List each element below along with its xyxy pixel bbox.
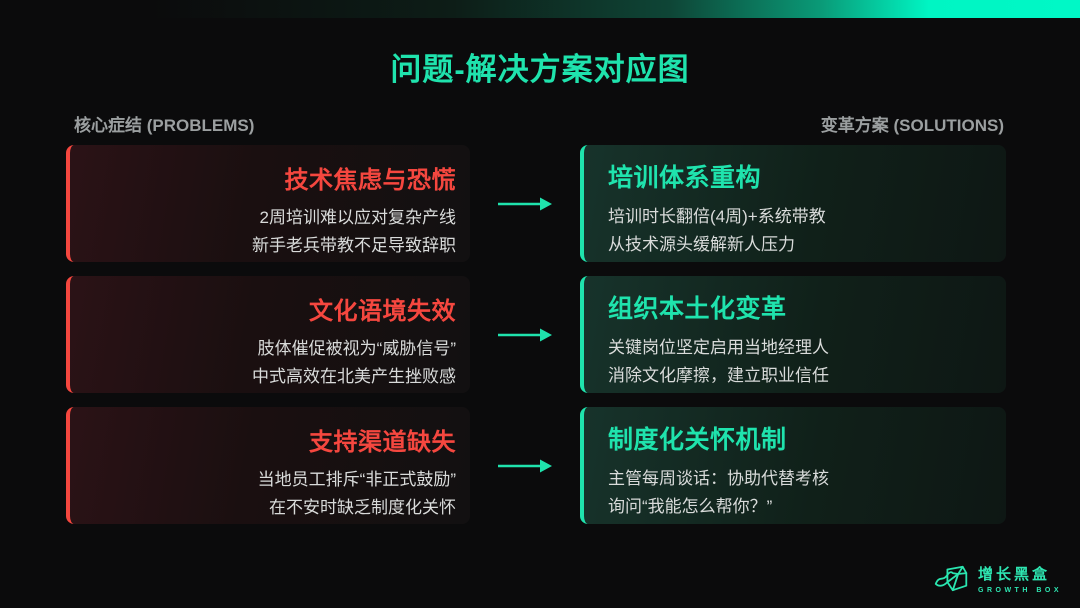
problem-card-1: 技术焦虑与恐慌 2周培训难以应对复杂产线 新手老兵带教不足导致辞职	[66, 145, 470, 262]
growth-box-logo: 增长黑盒 GROWTH BOX	[933, 562, 1062, 595]
solution-line: 从技术源头缓解新人压力	[608, 234, 795, 254]
logo-text: 增长黑盒 GROWTH BOX	[978, 563, 1062, 594]
solution-line: 询问“我能怎么帮你？”	[608, 496, 773, 516]
problem-line: 在不安时缺乏制度化关怀	[269, 497, 456, 517]
top-accent-bar	[0, 0, 1080, 18]
logo-name: 增长黑盒	[978, 566, 1051, 583]
mapping-arrow-2	[470, 276, 580, 393]
problems-column-header: 核心症结 (PROBLEMS)	[74, 116, 255, 135]
mapping-arrow-1	[470, 145, 580, 262]
solution-card-2: 组织本土化变革 关键岗位坚定启用当地经理人 消除文化摩擦，建立职业信任	[580, 276, 1006, 393]
problem-line: 肢体催促被视为“威胁信号”	[257, 339, 456, 358]
solution-line: 主管每周谈话：协助代替考核	[608, 469, 829, 488]
problem-title: 技术焦虑与恐慌	[284, 167, 456, 194]
solution-line: 培训时长翻倍(4周)+系统带教	[608, 207, 826, 226]
problem-line: 新手老兵带教不足导致辞职	[252, 235, 456, 255]
right-arrow-icon	[498, 328, 552, 341]
right-arrow-icon	[498, 197, 552, 210]
solution-card-1: 培训体系重构 培训时长翻倍(4周)+系统带教 从技术源头缓解新人压力	[580, 145, 1006, 262]
mapping-grid: 技术焦虑与恐慌 2周培训难以应对复杂产线 新手老兵带教不足导致辞职 培训体系重构…	[0, 145, 1080, 524]
problem-title: 文化语境失效	[309, 298, 456, 325]
problem-card-3: 支持渠道缺失 当地员工排斥“非正式鼓励” 在不安时缺乏制度化关怀	[66, 407, 470, 524]
problem-line: 中式高效在北美产生挫败感	[252, 366, 456, 386]
problem-card-2: 文化语境失效 肢体催促被视为“威胁信号” 中式高效在北美产生挫败感	[66, 276, 470, 393]
solutions-column-header: 变革方案 (SOLUTIONS)	[820, 116, 1004, 135]
mapping-arrow-3	[470, 407, 580, 524]
growth-box-cube-icon	[934, 565, 968, 592]
logo-subtitle: GROWTH BOX	[978, 587, 1062, 594]
right-arrow-icon	[498, 459, 552, 472]
column-headers: 核心症结 (PROBLEMS) 变革方案 (SOLUTIONS)	[0, 111, 1080, 136]
solution-title: 制度化关怀机制	[608, 426, 787, 454]
solution-card-3: 制度化关怀机制 主管每周谈话：协助代替考核 询问“我能怎么帮你？”	[580, 407, 1006, 524]
problem-line: 2周培训难以应对复杂产线	[259, 208, 456, 227]
solution-line: 消除文化摩擦，建立职业信任	[608, 365, 829, 385]
solution-title: 培训体系重构	[608, 164, 762, 192]
problem-line: 当地员工排斥“非正式鼓励”	[257, 470, 456, 489]
solution-line: 关键岗位坚定启用当地经理人	[608, 338, 829, 357]
problem-title: 支持渠道缺失	[309, 429, 456, 456]
page-title: 问题-解决方案对应图	[390, 52, 690, 87]
solution-title: 组织本土化变革	[608, 295, 787, 323]
